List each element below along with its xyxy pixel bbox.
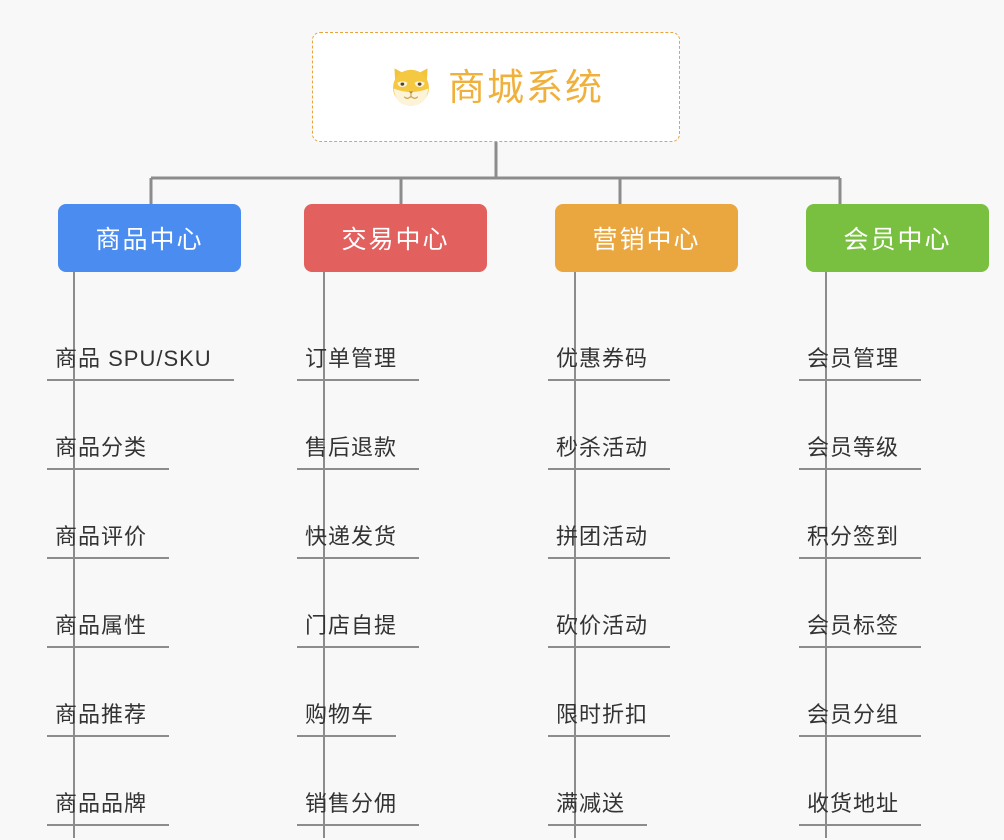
- category-title: 营销中心: [592, 226, 701, 254]
- leaf-label: 商品品牌: [47, 786, 170, 826]
- column-spine: [73, 272, 75, 838]
- shiba-dog-face-icon: [388, 64, 434, 110]
- column-trade-center: 交易中心 订单管理 售后退款 快递发货 门店自提 购物车 销售分佣: [251, 204, 502, 838]
- category-title: 会员中心: [843, 226, 952, 254]
- leaf-label: 优惠券码: [548, 341, 671, 381]
- list-item[interactable]: 会员等级: [753, 381, 1004, 470]
- list-item[interactable]: 商品评价: [0, 470, 251, 559]
- leaf-label: 会员管理: [799, 341, 922, 381]
- list-item[interactable]: 快递发货: [251, 470, 502, 559]
- leaf-label: 砍价活动: [548, 608, 671, 648]
- category-title: 商品中心: [95, 226, 204, 254]
- list-item[interactable]: 秒杀活动: [502, 381, 753, 470]
- leaf-label: 收货地址: [799, 786, 922, 826]
- leaf-label: 销售分佣: [297, 786, 420, 826]
- list-item[interactable]: 商品分类: [0, 381, 251, 470]
- column-member-center: 会员中心 会员管理 会员等级 积分签到 会员标签 会员分组 收货地址: [753, 204, 1004, 838]
- category-header-product-center[interactable]: 商品中心: [58, 204, 241, 272]
- list-item[interactable]: 订单管理: [251, 292, 502, 381]
- list-item[interactable]: 会员分组: [753, 648, 1004, 737]
- root-node[interactable]: 商城系统: [312, 32, 680, 142]
- list-item[interactable]: 商品推荐: [0, 648, 251, 737]
- leaf-label: 商品推荐: [47, 697, 170, 737]
- leaf-list: 商品 SPU/SKU 商品分类 商品评价 商品属性 商品推荐 商品品牌: [0, 272, 251, 826]
- category-title: 交易中心: [341, 226, 450, 254]
- list-item[interactable]: 砍价活动: [502, 559, 753, 648]
- list-item[interactable]: 商品 SPU/SKU: [0, 292, 251, 381]
- leaf-label: 商品评价: [47, 519, 170, 559]
- list-item[interactable]: 会员管理: [753, 292, 1004, 381]
- list-item[interactable]: 收货地址: [753, 737, 1004, 826]
- category-header-member-center[interactable]: 会员中心: [806, 204, 989, 272]
- leaf-label: 购物车: [297, 697, 397, 737]
- leaf-label: 会员标签: [799, 608, 922, 648]
- list-item[interactable]: 会员标签: [753, 559, 1004, 648]
- leaf-label: 商品属性: [47, 608, 170, 648]
- column-spine: [323, 272, 325, 838]
- category-header-trade-center[interactable]: 交易中心: [304, 204, 487, 272]
- list-item[interactable]: 优惠券码: [502, 292, 753, 381]
- column-spine: [574, 272, 576, 838]
- column-marketing-center: 营销中心 优惠券码 秒杀活动 拼团活动 砍价活动 限时折扣 满减送: [502, 204, 753, 838]
- list-item[interactable]: 限时折扣: [502, 648, 753, 737]
- leaf-label: 会员等级: [799, 430, 922, 470]
- leaf-label: 会员分组: [799, 697, 922, 737]
- leaf-list: 会员管理 会员等级 积分签到 会员标签 会员分组 收货地址: [753, 272, 1004, 826]
- category-header-marketing-center[interactable]: 营销中心: [555, 204, 738, 272]
- root-title: 商城系统: [448, 66, 604, 108]
- leaf-list: 优惠券码 秒杀活动 拼团活动 砍价活动 限时折扣 满减送: [502, 272, 753, 826]
- leaf-label: 满减送: [548, 786, 648, 826]
- leaf-label: 秒杀活动: [548, 430, 671, 470]
- leaf-label: 订单管理: [297, 341, 420, 381]
- leaf-label: 门店自提: [297, 608, 420, 648]
- list-item[interactable]: 积分签到: [753, 470, 1004, 559]
- leaf-label: 积分签到: [799, 519, 922, 559]
- leaf-list: 订单管理 售后退款 快递发货 门店自提 购物车 销售分佣: [251, 272, 502, 826]
- list-item[interactable]: 售后退款: [251, 381, 502, 470]
- list-item[interactable]: 销售分佣: [251, 737, 502, 826]
- list-item[interactable]: 商品属性: [0, 559, 251, 648]
- list-item[interactable]: 满减送: [502, 737, 753, 826]
- leaf-label: 限时折扣: [548, 697, 671, 737]
- leaf-label: 快递发货: [297, 519, 420, 559]
- list-item[interactable]: 门店自提: [251, 559, 502, 648]
- category-columns: 商品中心 商品 SPU/SKU 商品分类 商品评价 商品属性 商品推荐 商品品牌…: [0, 204, 1004, 838]
- list-item[interactable]: 商品品牌: [0, 737, 251, 826]
- leaf-label: 商品分类: [47, 430, 170, 470]
- leaf-label: 商品 SPU/SKU: [47, 341, 234, 381]
- leaf-label: 售后退款: [297, 430, 420, 470]
- column-spine: [825, 272, 827, 838]
- list-item[interactable]: 购物车: [251, 648, 502, 737]
- column-product-center: 商品中心 商品 SPU/SKU 商品分类 商品评价 商品属性 商品推荐 商品品牌: [0, 204, 251, 838]
- list-item[interactable]: 拼团活动: [502, 470, 753, 559]
- leaf-label: 拼团活动: [548, 519, 671, 559]
